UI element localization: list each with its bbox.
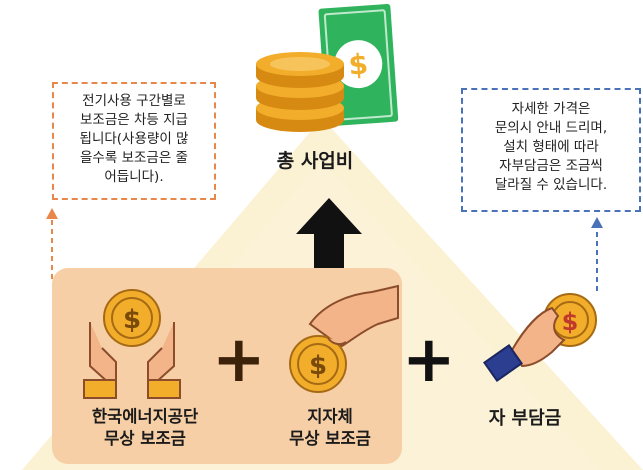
svg-text:$: $ [562, 308, 579, 336]
note-line: 달라질 수 있습니다. [494, 177, 608, 193]
up-arrow-icon [296, 198, 362, 268]
note-subsidy-tiers: 전기사용 구간별로 보조금은 차등 지급 됩니다(사용량이 많 을수록 보조금은… [52, 82, 216, 200]
label-line: 무상 보조금 [104, 429, 186, 448]
left-dashed-arrow [46, 208, 58, 279]
note-line: 설치 형태에 따라 [503, 139, 599, 155]
note-line: 자세한 가격은 [511, 101, 591, 117]
svg-text:$: $ [347, 47, 369, 81]
right-dashed-arrow [591, 217, 603, 291]
label-line: 지자체 [307, 407, 353, 426]
note-line: 자부담금은 조금씩 [499, 158, 603, 174]
note-line: 됩니다(사용량이 많 [79, 131, 189, 147]
local-government-subsidy-label: 지자체 무상 보조금 [270, 406, 390, 450]
svg-text:$: $ [123, 305, 141, 335]
note-line: 보조금은 차등 지급 [80, 112, 188, 128]
note-line: 어듭니다). [104, 169, 164, 185]
plus-icon: + [212, 323, 266, 397]
money-stack-icon: $ [256, 3, 399, 132]
hand-coin-icon: $ [289, 284, 399, 393]
note-line: 을수록 보조금은 줄 [80, 150, 188, 166]
note-line: 문의시 안내 드리며, [494, 120, 608, 136]
note-line: 전기사용 구간별로 [82, 93, 186, 109]
total-cost-title: 총 사업비 [276, 150, 354, 172]
self-payment-label: 자 부담금 [488, 408, 562, 429]
svg-text:$: $ [309, 351, 327, 381]
energy-agency-subsidy-label: 한국에너지공단 무상 보조금 [60, 406, 230, 450]
label-line: 한국에너지공단 [91, 407, 199, 426]
hand-holding-coin-icon: $ [483, 293, 597, 383]
plus-icon: + [402, 323, 456, 397]
hands-coin-icon: $ [83, 289, 181, 399]
note-pricing: 자세한 가격은 문의시 안내 드리며, 설치 형태에 따라 자부담금은 조금씩 … [461, 88, 641, 212]
label-line: 무상 보조금 [289, 429, 371, 448]
